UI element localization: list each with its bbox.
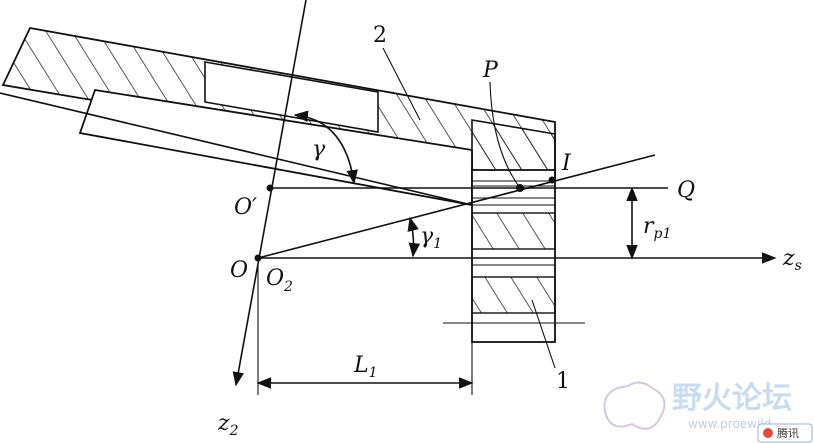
label-zs-main: z <box>782 246 795 271</box>
label-l1-sub: 1 <box>369 365 378 381</box>
leader-2 <box>382 47 421 121</box>
label-z2-sub: 2 <box>229 423 239 439</box>
watermark-text: 野火论坛 <box>672 381 792 416</box>
label-z2-main: z <box>217 411 230 436</box>
label-rp1-main: r <box>643 214 655 239</box>
label-i: I <box>561 151 572 176</box>
leader-1 <box>531 299 556 369</box>
point-i <box>548 176 556 184</box>
label-part-1: 1 <box>556 369 570 394</box>
gamma1-arc <box>407 216 421 258</box>
leader-p <box>489 81 521 189</box>
gamma-arc <box>293 110 358 185</box>
label-l1-main: L <box>353 353 369 378</box>
label-o-prime: O′ <box>234 195 257 220</box>
leaders <box>382 47 556 369</box>
dimensions <box>256 186 638 389</box>
watermark-logo-icon <box>603 381 666 430</box>
label-q: Q <box>677 178 695 203</box>
label-rp1-sub: p1 <box>654 226 672 242</box>
pitch-cone-line <box>257 154 656 259</box>
crown-pitch-line <box>0 92 473 206</box>
label-l1: L1 <box>353 353 378 381</box>
label-p: P <box>482 58 499 83</box>
label-o2-main: O <box>266 266 284 291</box>
label-gamma1-main: γ <box>420 224 434 249</box>
point-o-prime <box>266 184 274 192</box>
z2-axis <box>232 0 307 387</box>
label-gamma1: γ1 <box>420 224 442 252</box>
angle-marks <box>293 110 421 258</box>
label-gamma1-sub: 1 <box>433 236 442 252</box>
badge-logo-icon <box>763 428 773 438</box>
label-z2: z2 <box>217 411 239 439</box>
label-gamma: γ <box>312 137 326 162</box>
watermark-badge-text: 腾讯 <box>777 426 799 440</box>
label-zs-sub: s <box>795 258 802 274</box>
label-o: O <box>230 258 248 283</box>
label-o2-sub: 2 <box>283 279 293 295</box>
watermark: 野火论坛 www.proewild... 腾讯 <box>603 381 813 443</box>
label-zs: zs <box>782 246 802 274</box>
label-rp1: rp1 <box>643 214 671 242</box>
watermark-badge <box>757 423 813 443</box>
label-part-2: 2 <box>373 23 387 48</box>
label-o2: O2 <box>266 266 293 295</box>
point-o2 <box>254 254 262 262</box>
construction-lines <box>0 0 777 395</box>
